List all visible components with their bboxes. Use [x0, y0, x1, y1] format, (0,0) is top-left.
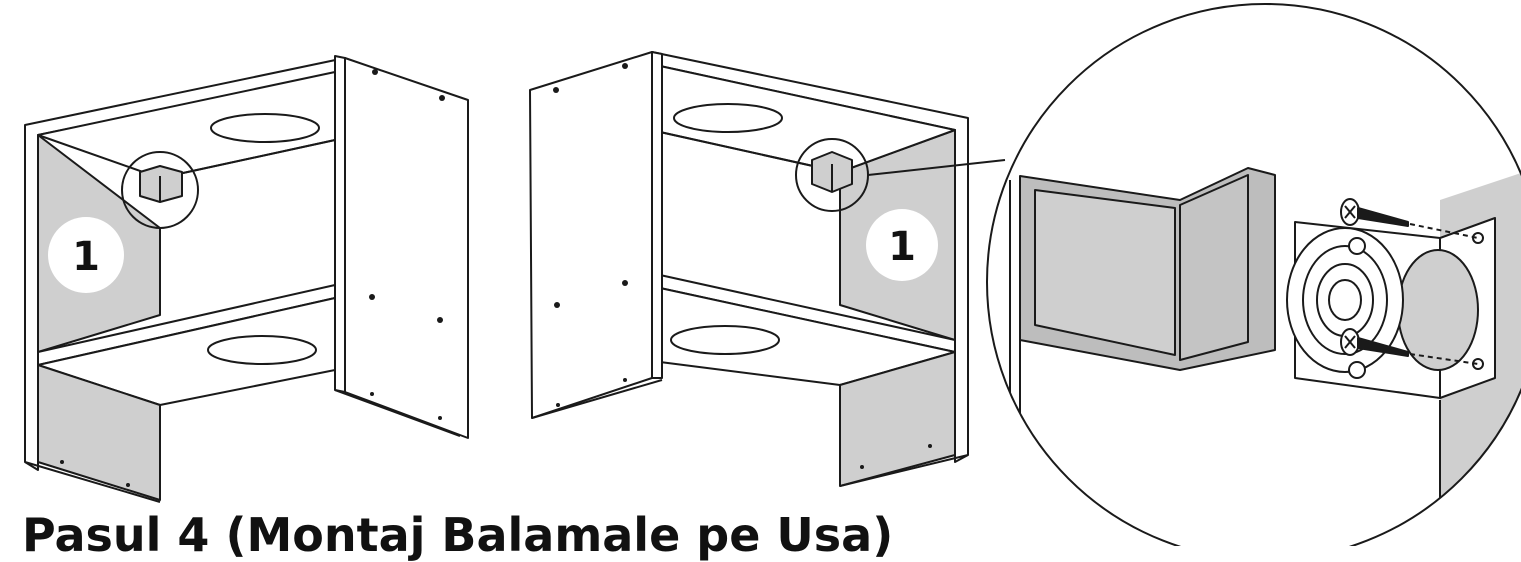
- zoom-detail: [987, 4, 1521, 546]
- zoom-leader-line: [867, 159, 1006, 176]
- right-number-badge: 1: [866, 209, 938, 281]
- zoom-upper-screw: [1340, 198, 1409, 227]
- right-cabinet-door: [529, 51, 653, 419]
- left-upper-cutout: [210, 113, 320, 143]
- right-lower-cutout: [670, 325, 780, 355]
- right-upper-cutout: [673, 103, 783, 133]
- left-cabinet: [24, 55, 469, 503]
- right-number-label: 1: [888, 224, 916, 270]
- left-cabinet-lower-side: [37, 364, 161, 501]
- right-cabinet: [529, 51, 1006, 487]
- left-cabinet-door: [344, 57, 469, 439]
- left-number-label: 1: [72, 234, 100, 280]
- step-title: Pasul 4 (Montaj Balamale pe Usa): [22, 508, 894, 562]
- zoom-lower-screw: [1340, 328, 1409, 357]
- left-number-badge: 1: [48, 217, 124, 293]
- left-lower-cutout: [207, 335, 317, 365]
- left-hinge-detail-circle: [121, 151, 199, 229]
- zoom-detail-frame: [986, 3, 1521, 546]
- assembly-diagram: 1 1: [24, 3, 1521, 546]
